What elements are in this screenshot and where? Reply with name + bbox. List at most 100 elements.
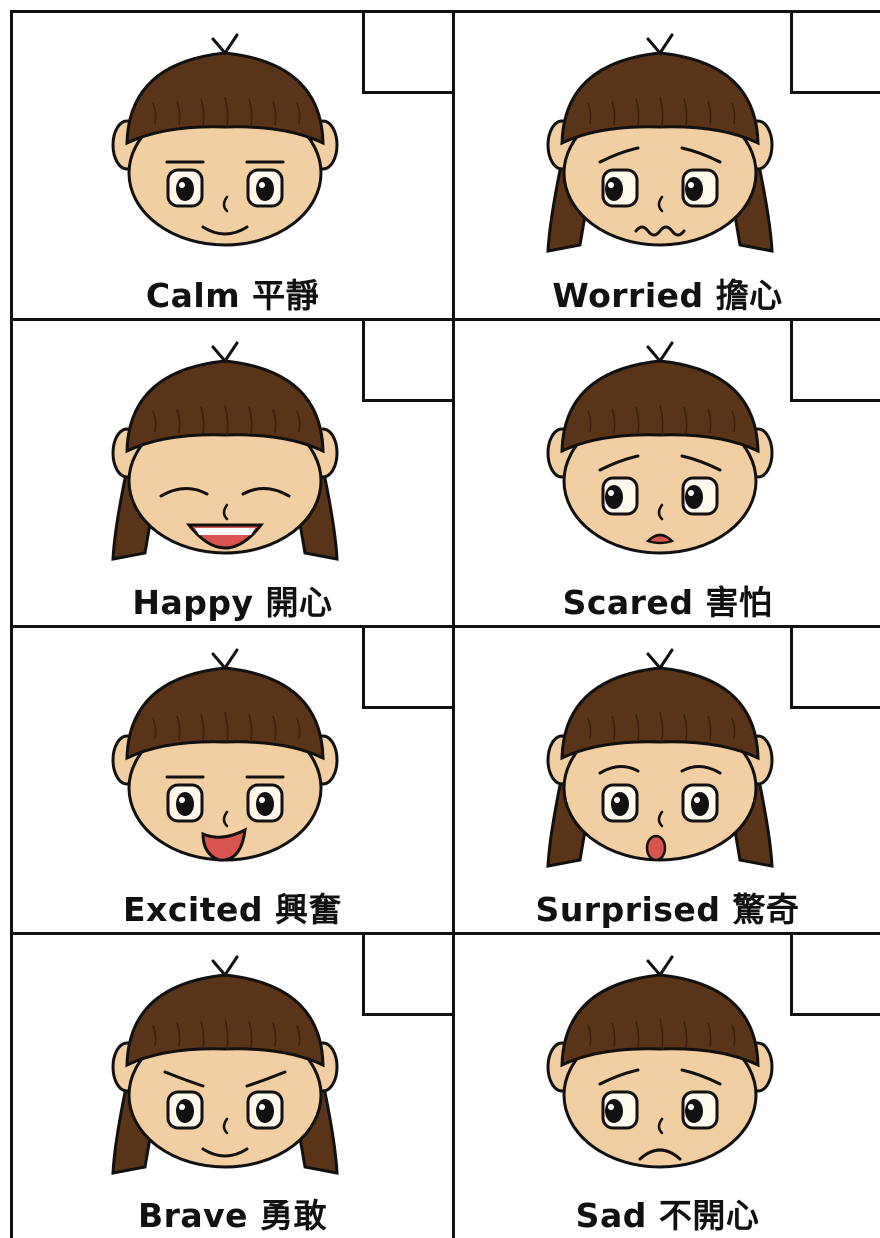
hair-cowlick: [646, 341, 674, 364]
corner-bracket: [362, 321, 452, 402]
emotion-label: Excited 興奮: [123, 889, 342, 929]
left-pupil-shine: [179, 797, 185, 803]
right-eyebrow: [680, 454, 722, 472]
hair-strand: [683, 1020, 688, 1049]
nose: [222, 1117, 229, 1135]
emotion-label: Sad 不開心: [575, 1195, 760, 1235]
right-pupil-shine: [688, 182, 694, 188]
hair-strand: [296, 410, 301, 433]
emotion-label: Brave 勇敢: [137, 1195, 328, 1235]
face-group: [111, 33, 339, 247]
left-pupil-shine: [608, 490, 614, 496]
hair-strand: [152, 410, 157, 433]
hair-strand: [248, 98, 253, 127]
mouth-open: [201, 827, 247, 862]
face-illustration: [546, 33, 774, 253]
hair-strand: [224, 404, 229, 436]
hair-strand: [176, 1022, 181, 1048]
hair-strand: [224, 1018, 229, 1050]
hair-strand: [272, 408, 277, 434]
hair-strand: [200, 713, 205, 742]
hair-cowlick: [211, 648, 239, 671]
nose: [657, 1117, 664, 1135]
hair-strand: [611, 408, 616, 434]
left-pupil-shine: [614, 797, 620, 803]
emotion-label: Worried 擔心: [552, 275, 783, 315]
hair-strand: [731, 102, 736, 125]
face-illustration: [111, 955, 339, 1175]
corner-bracket: [362, 628, 452, 709]
right-pupil: [691, 792, 709, 816]
hair-strand: [296, 717, 301, 740]
right-pupil-shine: [259, 797, 265, 803]
left-pupil: [605, 485, 623, 509]
nose: [657, 195, 664, 213]
mouth-wavy: [634, 225, 686, 237]
right-pupil: [256, 1099, 274, 1123]
face-illustration: [111, 33, 339, 247]
hair-strand: [200, 98, 205, 127]
hair-strand: [731, 717, 736, 740]
hair-cowlick: [646, 955, 674, 978]
right-pupil-shine: [694, 797, 700, 803]
hair-cowlick: [211, 341, 239, 364]
hair-strand: [659, 711, 664, 743]
hair-strand: [224, 96, 229, 128]
hair-strand: [587, 410, 592, 433]
nose: [222, 810, 229, 828]
hair-strand: [635, 406, 640, 435]
right-eyebrow: [680, 1068, 722, 1086]
hair-strand: [635, 98, 640, 127]
right-pupil: [685, 1099, 703, 1123]
grid-line-top: [10, 10, 880, 13]
hair-strand: [611, 1022, 616, 1048]
corner-bracket: [790, 321, 880, 402]
left-pupil: [176, 1099, 194, 1123]
hair-cowlick: [211, 955, 239, 978]
mouth-small: [645, 533, 675, 545]
left-pupil-shine: [179, 1104, 185, 1110]
hair-strand: [152, 717, 157, 740]
face-illustration: [546, 341, 774, 555]
hair-strand: [176, 408, 181, 434]
hair-strand: [272, 1022, 277, 1048]
hair-strand: [200, 406, 205, 435]
face-group: [546, 33, 774, 253]
emotion-label: Scared 害怕: [562, 582, 773, 622]
left-eyebrow: [598, 1068, 640, 1086]
left-eyebrow: [598, 146, 640, 164]
face-illustration: [111, 648, 339, 862]
hair-strand: [587, 102, 592, 125]
grid-line-row-1: [10, 318, 880, 321]
left-pupil: [176, 177, 194, 201]
hair-strand: [707, 715, 712, 741]
hair-strand: [683, 406, 688, 435]
hair-strand: [296, 1024, 301, 1047]
right-pupil-shine: [259, 182, 265, 188]
left-eyebrow: [598, 765, 640, 775]
hair-strand: [152, 1024, 157, 1047]
hair-strand: [272, 715, 277, 741]
nose: [222, 195, 229, 213]
hair-strand: [587, 717, 592, 740]
emotion-card-worried: Worried 擔心: [455, 13, 880, 318]
nose: [657, 810, 664, 828]
hair-strand: [611, 100, 616, 126]
face-group: [111, 955, 339, 1175]
emotion-label: Calm 平靜: [145, 275, 320, 315]
hair-cowlick: [646, 33, 674, 56]
face-illustration: [546, 955, 774, 1169]
hair-strand: [176, 100, 181, 126]
mouth-smile: [201, 1147, 249, 1158]
corner-bracket: [790, 628, 880, 709]
left-pupil-shine: [179, 182, 185, 188]
hair-strand: [683, 713, 688, 742]
hair-strand: [707, 408, 712, 434]
hair-strand: [659, 404, 664, 436]
emotion-label: Surprised 驚奇: [535, 889, 800, 929]
hair-strand: [587, 1024, 592, 1047]
left-pupil-shine: [608, 182, 614, 188]
hair-strand: [731, 1024, 736, 1047]
left-eye-closed: [159, 487, 209, 498]
